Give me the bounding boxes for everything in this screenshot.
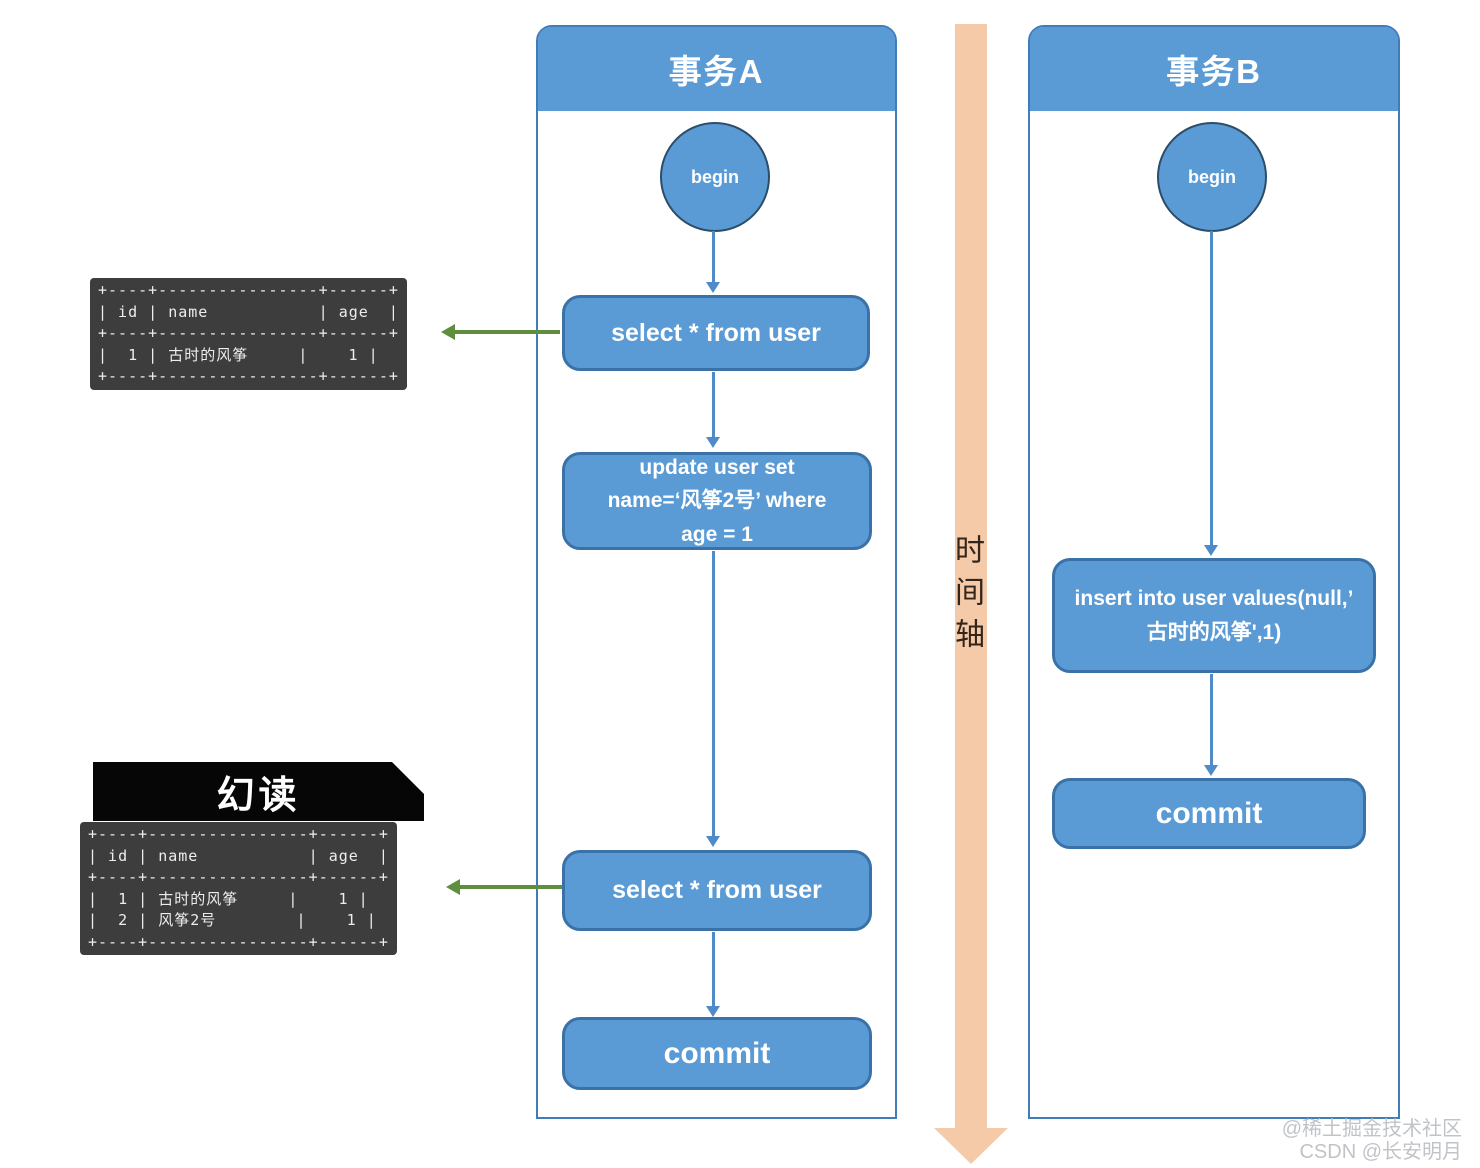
result-arrow-1-arrowhead-icon: [441, 324, 455, 340]
update-node-a: update user set name=‘风筝2号’ where age = …: [562, 452, 872, 550]
select1-node-a-label: select * from user: [611, 318, 821, 347]
commit-node-b-label: commit: [1155, 796, 1263, 830]
connector-b2: [1210, 674, 1213, 766]
phantom-read-label: 幻读: [93, 762, 424, 821]
transaction-a-header: 事务A: [538, 27, 895, 111]
watermark-line1: @稀土掘金技术社区: [1281, 1118, 1462, 1140]
connector-a2: [712, 372, 715, 438]
connector-a4-arrowhead-icon: [706, 1006, 720, 1017]
transaction-b-header: 事务B: [1030, 27, 1398, 111]
begin-node-b: begin: [1157, 122, 1267, 232]
query-result-table-2: +----+----------------+------+ | id | na…: [80, 822, 397, 955]
insert-node-b-label: insert into user values(null,’ 古时的风筝',1): [1074, 586, 1354, 644]
begin-node-b-label: begin: [1188, 166, 1236, 187]
phantom-read-label-text: 幻读: [216, 775, 301, 817]
begin-node-a: begin: [660, 122, 770, 232]
timeline-bar: [955, 24, 987, 1128]
select1-node-a: select * from user: [562, 295, 870, 371]
connector-a1-arrowhead-icon: [706, 282, 720, 293]
watermark: @稀土掘金技术社区 CSDN @长安明月: [1282, 1118, 1462, 1164]
connector-a4: [712, 932, 715, 1007]
result-arrow-1: [450, 330, 560, 334]
connector-b1: [1210, 231, 1213, 546]
timeline-arrowhead-icon: [934, 1128, 1008, 1164]
connector-b2-arrowhead-icon: [1204, 765, 1218, 776]
commit-node-a: commit: [562, 1017, 872, 1090]
insert-node-b: insert into user values(null,’ 古时的风筝',1): [1052, 558, 1376, 673]
commit-node-b: commit: [1052, 778, 1366, 849]
watermark-line2: CSDN @长安明月: [1299, 1141, 1462, 1163]
select2-node-a-label: select * from user: [612, 876, 822, 904]
select2-node-a: select * from user: [562, 850, 872, 931]
result-arrow-2-arrowhead-icon: [446, 879, 460, 895]
transaction-a-title: 事务A: [668, 53, 765, 90]
connector-a3: [712, 551, 715, 837]
result-arrow-2: [455, 885, 562, 889]
connector-b1-arrowhead-icon: [1204, 545, 1218, 556]
connector-a3-arrowhead-icon: [706, 836, 720, 847]
commit-node-a-label: commit: [663, 1036, 771, 1070]
connector-a2-arrowhead-icon: [706, 437, 720, 448]
begin-node-a-label: begin: [691, 166, 739, 187]
timeline-label: 时间轴: [950, 534, 983, 660]
connector-a1: [712, 231, 715, 283]
update-node-a-label: update user set name=‘风筝2号’ where age = …: [607, 455, 827, 546]
query-result-table-1: +----+----------------+------+ | id | na…: [90, 278, 407, 390]
transaction-b-title: 事务B: [1166, 53, 1262, 90]
